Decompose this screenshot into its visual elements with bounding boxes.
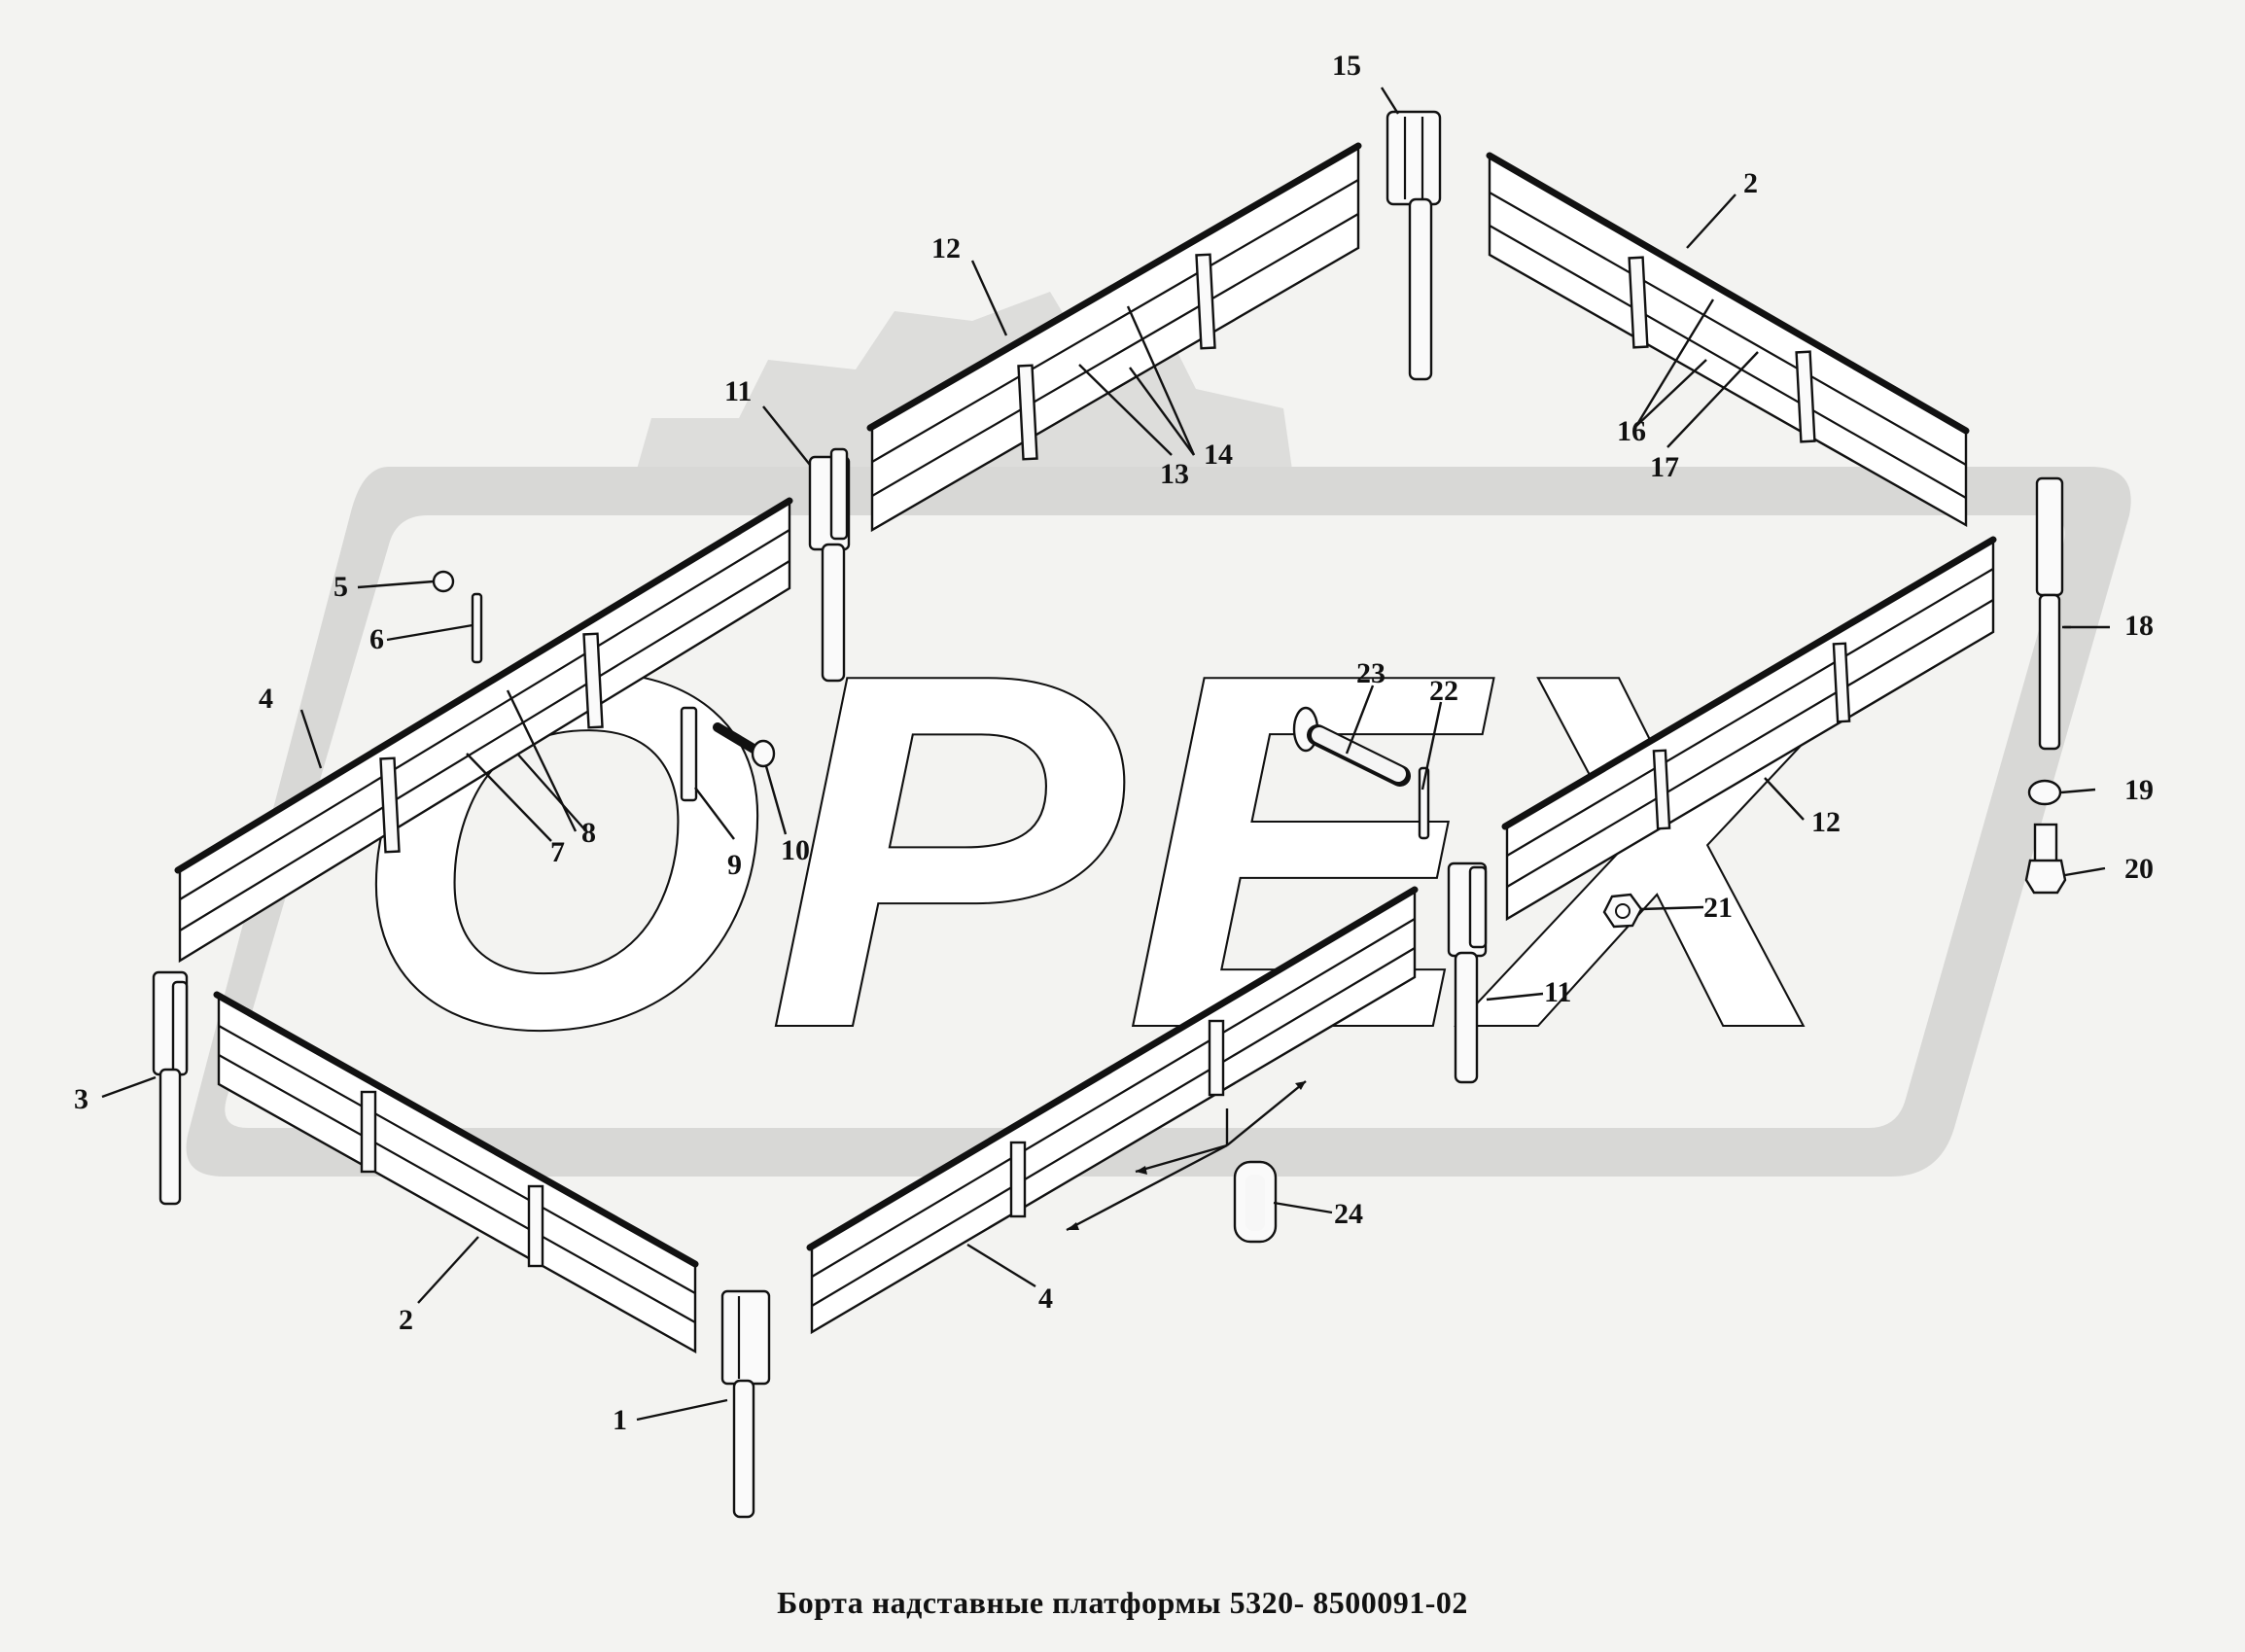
part-10-bolt xyxy=(713,722,776,768)
callout-2-top: 2 xyxy=(1743,167,1758,199)
stake-11-bottom xyxy=(1447,861,1488,1084)
callout-14: 14 xyxy=(1204,439,1233,471)
callout-24: 24 xyxy=(1334,1198,1363,1230)
board-12-right xyxy=(1501,536,1997,922)
stake-11-top xyxy=(808,447,851,683)
callout-17: 17 xyxy=(1650,451,1679,483)
callout-4-bottom: 4 xyxy=(1038,1283,1053,1315)
callout-11-bottom: 11 xyxy=(1544,976,1571,1008)
stake-1 xyxy=(720,1289,771,1519)
callout-labels: 1 2 2 3 4 4 5 6 7 8 9 10 11 11 12 12 13 … xyxy=(74,50,2154,1436)
callout-19: 19 xyxy=(2124,774,2154,806)
callout-15: 15 xyxy=(1332,50,1361,82)
part-19-washer xyxy=(2027,779,2062,806)
callout-16: 16 xyxy=(1617,415,1646,447)
callout-2-bottom: 2 xyxy=(399,1304,413,1336)
callout-10: 10 xyxy=(781,834,810,866)
part-22-strip xyxy=(1418,766,1430,840)
callout-9: 9 xyxy=(727,849,742,881)
part-23-bolt xyxy=(1292,706,1411,787)
board-2-top xyxy=(1486,152,1970,528)
board-12-top xyxy=(866,142,1362,533)
stake-18 xyxy=(2035,476,2064,751)
callout-1: 1 xyxy=(613,1404,627,1436)
part-6-strip xyxy=(471,592,483,664)
callout-7: 7 xyxy=(550,836,565,868)
watermark-frame-inner xyxy=(225,515,2065,1128)
board-2-bottom xyxy=(213,991,699,1354)
callout-8: 8 xyxy=(581,817,596,849)
callout-20: 20 xyxy=(2124,853,2154,885)
callout-23: 23 xyxy=(1356,657,1386,689)
callout-4-left: 4 xyxy=(259,683,273,715)
diagram-caption: Борта надставные платформы 5320- 8500091… xyxy=(777,1585,1468,1620)
stake-3 xyxy=(152,970,189,1206)
stake-15 xyxy=(1386,110,1442,381)
part-20-bolt xyxy=(2024,823,2067,895)
part-24-bracket xyxy=(1233,1160,1278,1244)
leader-lines xyxy=(101,87,2110,1422)
callout-22: 22 xyxy=(1429,675,1458,707)
callout-5: 5 xyxy=(333,571,348,603)
callout-6: 6 xyxy=(369,623,384,655)
callout-12-top: 12 xyxy=(931,232,961,264)
part-21-nut xyxy=(1602,893,1643,929)
callout-18: 18 xyxy=(2124,610,2154,642)
board-4-left xyxy=(174,497,793,964)
part-5-nut xyxy=(432,570,455,593)
callout-11-top: 11 xyxy=(724,375,752,407)
board-4-bottom xyxy=(806,886,1419,1335)
callout-3: 3 xyxy=(74,1083,88,1115)
assembly-arrows xyxy=(1066,1080,1307,1232)
callout-12-right: 12 xyxy=(1811,806,1841,838)
callout-13: 13 xyxy=(1160,458,1189,490)
part-9-plate xyxy=(680,706,698,802)
callout-21: 21 xyxy=(1703,892,1733,924)
